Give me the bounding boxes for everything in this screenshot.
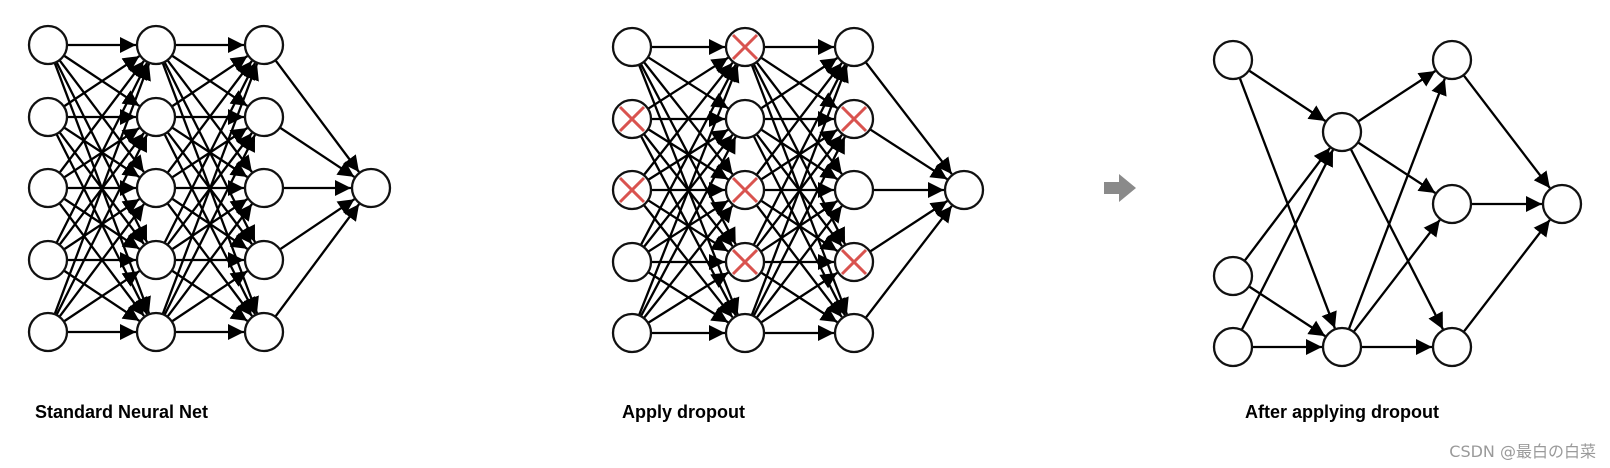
connection-arrow: [55, 134, 149, 316]
dropout-network: [611, 26, 985, 354]
connection-arrow: [55, 62, 149, 244]
connection-arrow: [750, 65, 849, 316]
connection-arrow: [1462, 219, 1551, 333]
connection-arrow: [1349, 148, 1444, 330]
right-arrow-icon: [1104, 174, 1136, 202]
neuron: [1212, 326, 1254, 368]
neuron: [724, 98, 766, 140]
neuron: [27, 96, 69, 138]
neuron: [27, 167, 69, 209]
neuron: [135, 24, 177, 66]
neuron: [243, 96, 285, 138]
connection-arrow: [639, 136, 737, 317]
connection-arrow: [642, 61, 734, 176]
neuron: [1431, 39, 1473, 81]
connection-arrow: [279, 126, 355, 178]
neuron: [1541, 183, 1583, 225]
neuron: [1431, 326, 1473, 368]
neuron: [1431, 183, 1473, 225]
connection-arrow: [642, 204, 734, 319]
red-x-icon: [731, 248, 759, 276]
connection-arrow: [171, 55, 249, 108]
red-x-icon: [840, 248, 868, 276]
caption-apply-dropout: Apply dropout: [622, 402, 745, 422]
connection-arrow: [171, 270, 249, 323]
neuron: [27, 311, 69, 353]
caption-after-applying-dropout: After applying dropout: [1245, 402, 1439, 422]
red-x-icon: [618, 176, 646, 204]
connection-arrow: [869, 200, 948, 253]
connection-arrow: [755, 62, 843, 176]
neuron: [611, 312, 653, 354]
connection-arrow: [161, 63, 259, 315]
neuron: [243, 24, 285, 66]
connection-arrow: [760, 271, 838, 324]
neuron: [1321, 111, 1363, 153]
neuron: [1212, 255, 1254, 297]
connection-arrow: [1243, 147, 1331, 262]
connection-arrow: [864, 205, 953, 319]
connection-arrow: [1248, 69, 1326, 122]
neuron: [943, 169, 985, 211]
red-x-icon: [618, 105, 646, 133]
connection-arrow: [163, 134, 257, 316]
after-dropout-network: [1212, 39, 1583, 368]
connection-arrow: [1240, 149, 1335, 331]
watermark: CSDN @最白の白菜: [1449, 442, 1596, 461]
connection-arrow: [274, 59, 360, 173]
red-x-icon: [731, 33, 759, 61]
neuron: [135, 239, 177, 281]
neuron: [243, 167, 285, 209]
connection-arrow: [647, 271, 729, 324]
neuron: [135, 167, 177, 209]
connection-arrow: [166, 203, 253, 318]
standard-network: [27, 24, 392, 353]
red-x-icon: [731, 176, 759, 204]
connection-arrow: [1352, 219, 1441, 333]
connection-arrow: [1248, 285, 1326, 338]
neuron: [135, 311, 177, 353]
neuron: [243, 239, 285, 281]
neuron: [833, 169, 875, 211]
neuron: [243, 311, 285, 353]
connection-arrow: [63, 55, 141, 108]
connection-arrow: [63, 270, 141, 323]
connection-arrow: [53, 63, 151, 315]
neuron: [724, 312, 766, 354]
connection-arrow: [864, 61, 953, 175]
connection-arrow: [163, 62, 257, 244]
red-x-icon: [840, 105, 868, 133]
neuron: [27, 239, 69, 281]
connection-arrow: [58, 203, 145, 318]
neuron: [350, 167, 392, 209]
connection-arrow: [869, 128, 948, 181]
connection-arrow: [755, 205, 843, 319]
connection-arrow: [274, 203, 361, 318]
neuron: [1321, 326, 1363, 368]
connection-arrow: [752, 64, 847, 246]
connection-arrow: [279, 198, 356, 251]
connection-arrow: [166, 60, 253, 174]
neuron: [1212, 39, 1254, 81]
connection-arrow: [647, 56, 729, 110]
neuron: [135, 96, 177, 138]
connection-arrow: [58, 60, 145, 174]
neuron: [833, 26, 875, 68]
connection-arrow: [760, 57, 838, 110]
connection-arrow: [1357, 141, 1436, 194]
neuron: [833, 312, 875, 354]
connection-arrow: [1462, 74, 1551, 189]
neuron: [611, 241, 653, 283]
connection-arrow: [639, 64, 737, 246]
neuron: [611, 26, 653, 68]
neuron: [27, 24, 69, 66]
connection-arrow: [752, 136, 846, 317]
caption-standard-neural-net: Standard Neural Net: [35, 402, 209, 422]
connection-arrow: [1347, 78, 1447, 330]
connection-arrow: [1357, 70, 1436, 123]
connection-arrow: [637, 65, 740, 316]
